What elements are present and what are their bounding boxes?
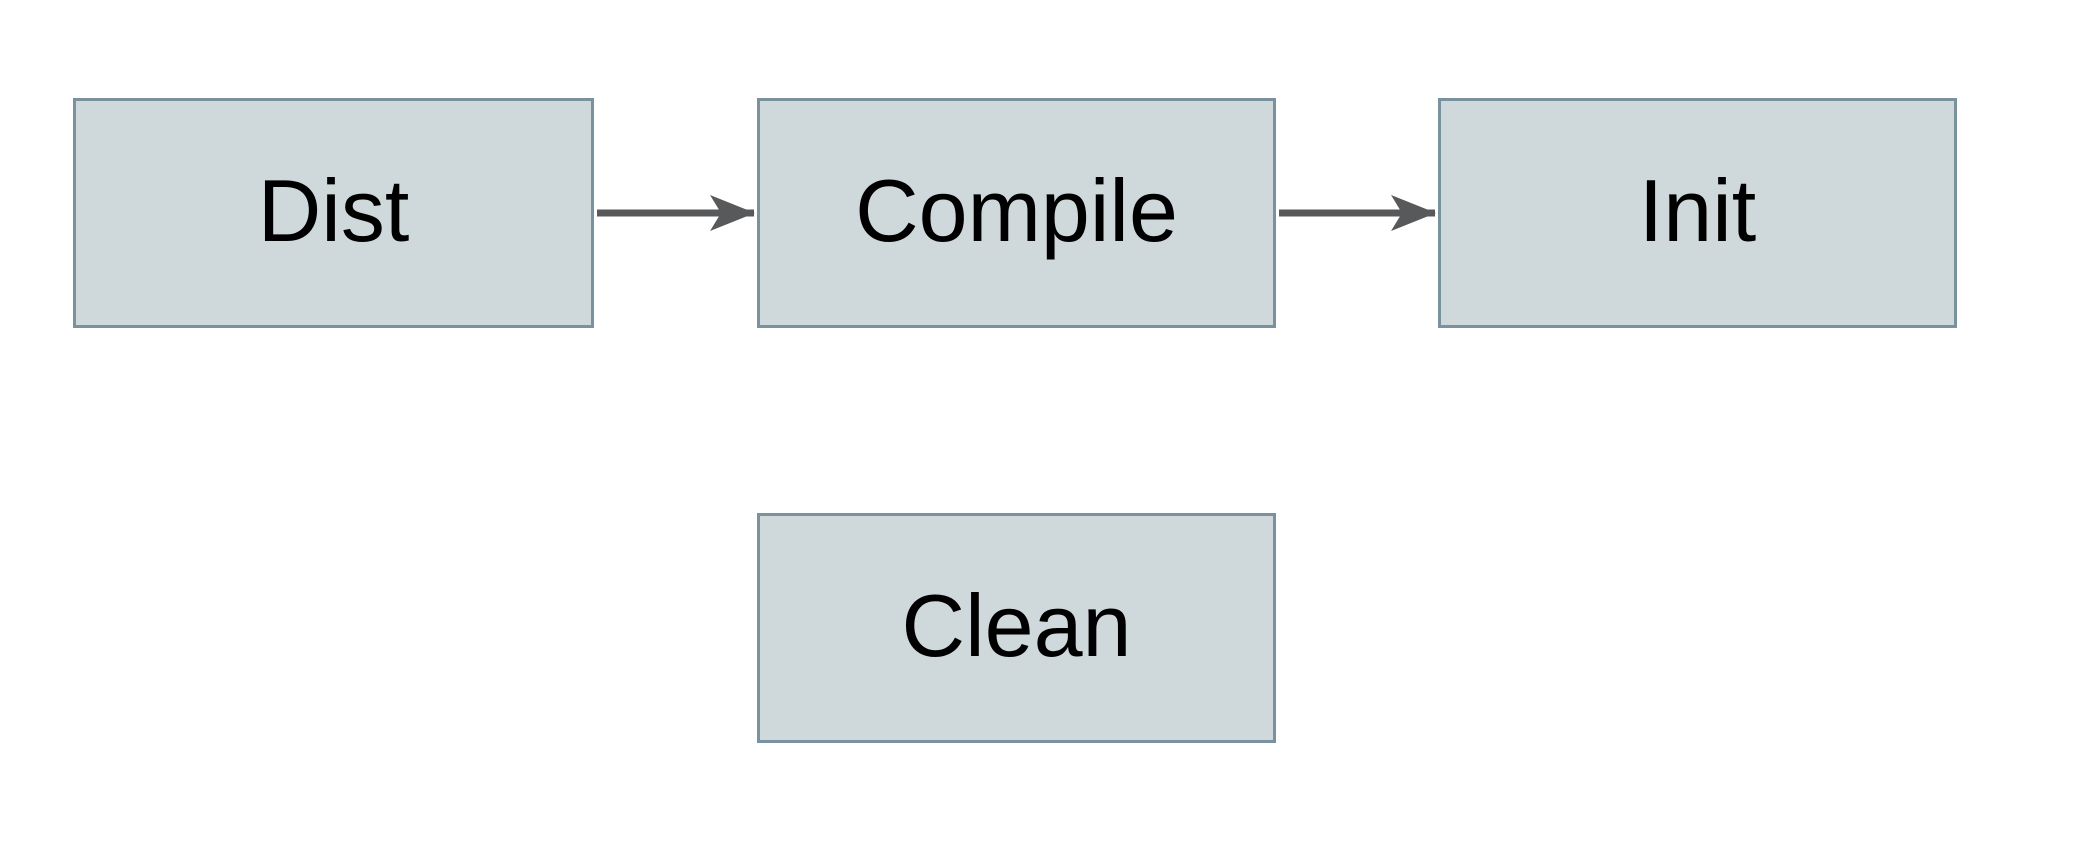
node-clean-label: Clean	[901, 576, 1132, 675]
node-init-label: Init	[1638, 161, 1757, 260]
node-clean: Clean	[757, 513, 1276, 743]
node-compile: Compile	[757, 98, 1276, 328]
node-dist-label: Dist	[257, 161, 410, 260]
node-dist: Dist	[73, 98, 594, 328]
node-init: Init	[1438, 98, 1957, 328]
node-compile-label: Compile	[855, 161, 1178, 260]
